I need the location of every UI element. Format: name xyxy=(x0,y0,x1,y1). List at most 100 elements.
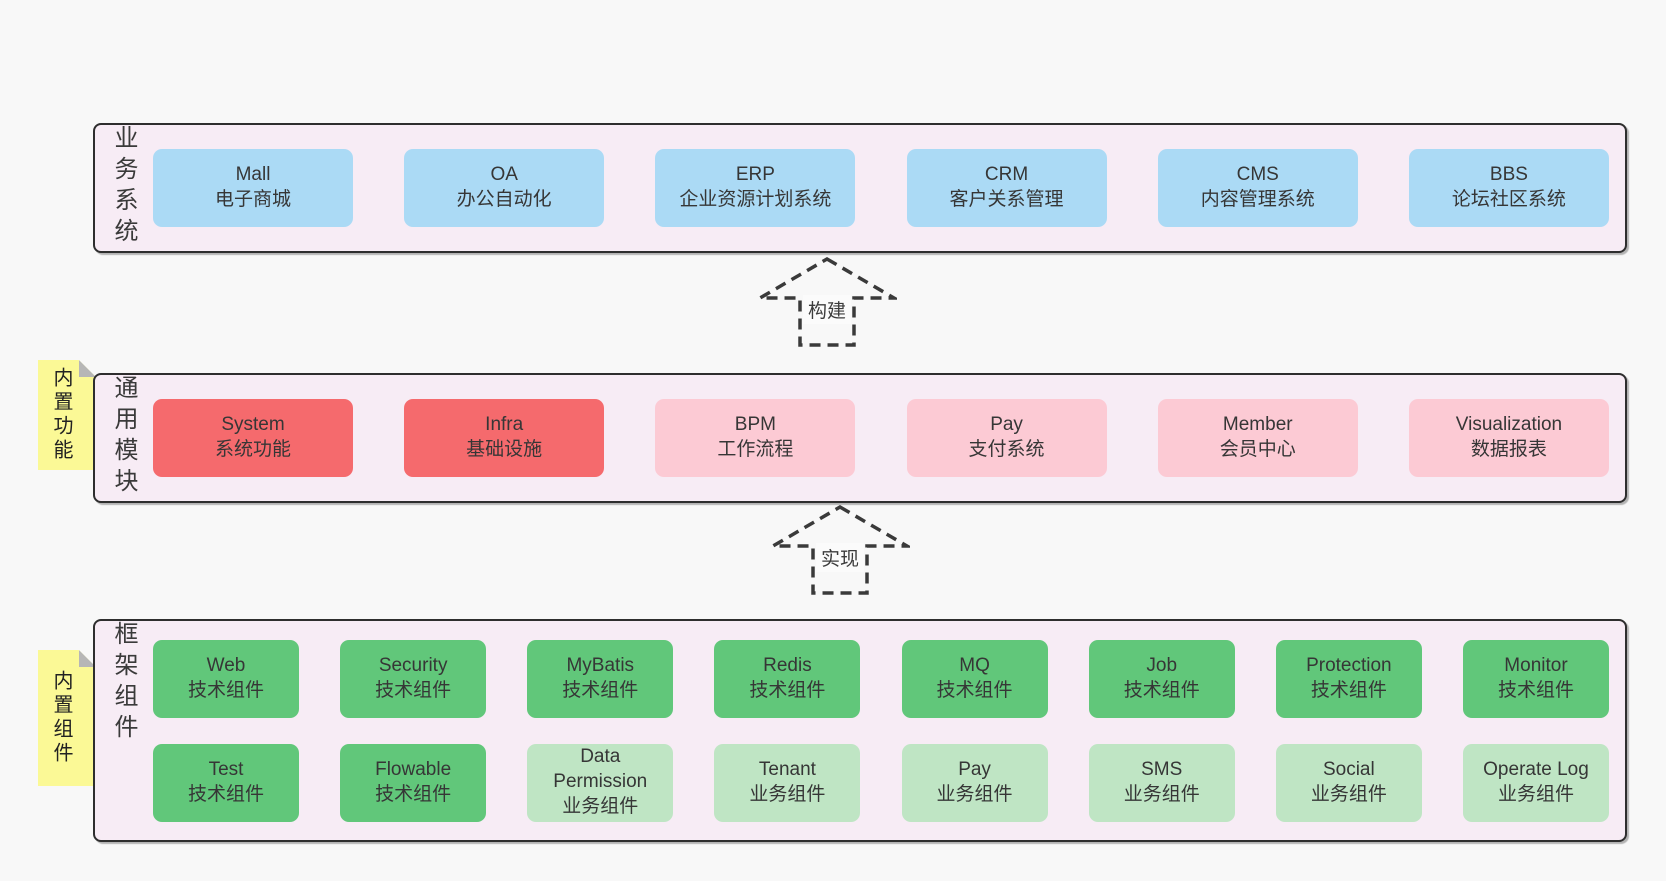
node-erp: ERP 企业资源计划系统 xyxy=(655,149,856,227)
node-title: Operate Log xyxy=(1483,758,1589,780)
node-title: Redis xyxy=(763,654,812,676)
node-title: Job xyxy=(1146,654,1178,676)
node-title: Web xyxy=(206,654,246,676)
node-protection: Protection 技术组件 xyxy=(1275,639,1422,718)
node-security: Security 技术组件 xyxy=(340,639,487,718)
node-title: CRM xyxy=(984,164,1029,186)
node-bbs: BBS 论坛社区系统 xyxy=(1408,149,1609,227)
node-subtitle: 技术组件 xyxy=(375,679,452,701)
node-subtitle: 系统功能 xyxy=(214,439,291,460)
layer-business-systems: 业务系统 Mall 电子商城 OA 办公自动化 ERP 企业资源计划系统 CRM 客户关系管理… xyxy=(93,123,1627,253)
arrow-build: 构建 xyxy=(757,256,897,348)
node-title: Flowable xyxy=(375,758,452,780)
node-infra: Infra 基础设施 xyxy=(404,399,605,477)
node-subtitle: 企业资源计划系统 xyxy=(679,189,832,210)
dashed-up-arrow-icon xyxy=(757,256,897,347)
node-subtitle: 论坛社区系统 xyxy=(1451,189,1566,210)
node-system: System 系统功能 xyxy=(153,399,353,477)
sticky-note-label: 内置功能 xyxy=(50,367,72,463)
node-flowable: Flowable 技术组件 xyxy=(340,743,487,822)
node-tenant: Tenant 业务组件 xyxy=(714,743,861,822)
node-web: Web 技术组件 xyxy=(153,639,299,718)
node-operate-log: Operate Log 业务组件 xyxy=(1462,743,1609,822)
node-subtitle: 业务组件 xyxy=(1123,783,1200,805)
node-sms: SMS 业务组件 xyxy=(1088,743,1235,822)
node-row: Mall 电子商城 OA 办公自动化 ERP 企业资源计划系统 CRM 客户关系管理 CMS 内容… xyxy=(153,149,1609,227)
node-subtitle: 客户关系管理 xyxy=(949,189,1064,210)
node-oa: OA 办公自动化 xyxy=(404,149,605,227)
node-title: SMS xyxy=(1141,758,1183,780)
node-title: Test xyxy=(208,758,244,780)
note-fold-corner-icon xyxy=(79,360,96,377)
node-subtitle: 办公自动化 xyxy=(456,189,552,210)
node-title: OA xyxy=(490,164,518,186)
node-title: Monitor xyxy=(1504,654,1568,676)
node-subtitle: 业务组件 xyxy=(562,795,639,817)
node-subtitle: 工作流程 xyxy=(717,439,794,460)
arrow-label: 实现 xyxy=(815,543,865,572)
node-title: Security xyxy=(378,654,448,676)
node-title: Tenant xyxy=(758,758,816,780)
node-social: Social 业务组件 xyxy=(1275,743,1422,822)
node-subtitle: 技术组件 xyxy=(187,679,264,701)
arrow-implement: 实现 xyxy=(770,504,910,596)
node-subtitle: 技术组件 xyxy=(187,783,264,805)
node-subtitle: 业务组件 xyxy=(1497,783,1574,805)
node-subtitle: 业务组件 xyxy=(936,783,1013,805)
dashed-up-arrow-icon xyxy=(770,504,910,595)
node-title: BPM xyxy=(734,414,776,436)
node-cms: CMS 内容管理系统 xyxy=(1157,149,1358,227)
node-subtitle: 技术组件 xyxy=(1123,679,1200,701)
node-title: CMS xyxy=(1236,164,1279,186)
node-title: System xyxy=(221,414,285,436)
node-test: Test 技术组件 xyxy=(153,743,299,822)
node-title: Visualization xyxy=(1455,414,1563,436)
node-mall: Mall 电子商城 xyxy=(153,149,353,227)
node-title: Infra xyxy=(485,414,524,436)
layer-side-label: 框架组件 xyxy=(110,621,137,745)
node-subtitle: 业务组件 xyxy=(749,783,826,805)
node-title: Member xyxy=(1222,414,1293,436)
node-title: Mall xyxy=(235,164,271,186)
node-title: Social xyxy=(1322,758,1375,780)
node-job: Job 技术组件 xyxy=(1088,639,1235,718)
node-monitor: Monitor 技术组件 xyxy=(1462,639,1609,718)
node-subtitle: 技术组件 xyxy=(375,783,452,805)
node-subtitle: 电子商城 xyxy=(214,189,291,210)
sticky-note-label: 内置组件 xyxy=(50,670,72,766)
node-redis: Redis 技术组件 xyxy=(714,639,861,718)
node-title: Pay xyxy=(958,758,991,780)
node-title: ERP xyxy=(735,164,775,186)
node-subtitle: 基础设施 xyxy=(466,439,543,460)
node-title: MyBatis xyxy=(566,654,635,676)
arrow-label: 构建 xyxy=(802,295,852,324)
node-title: BBS xyxy=(1489,164,1528,186)
sticky-note-builtin-features: 内置功能 xyxy=(38,360,96,470)
node-subtitle: 技术组件 xyxy=(1497,679,1574,701)
node-subtitle: 支付系统 xyxy=(968,439,1045,460)
node-subtitle: 业务组件 xyxy=(1310,783,1387,805)
node-subtitle: 技术组件 xyxy=(749,679,826,701)
node-subtitle: 会员中心 xyxy=(1219,439,1296,460)
node-subtitle: 技术组件 xyxy=(1310,679,1387,701)
node-title: Data Permission xyxy=(553,746,648,793)
node-subtitle: 内容管理系统 xyxy=(1200,189,1315,210)
node-title: MQ xyxy=(959,654,990,676)
node-member: Member 会员中心 xyxy=(1157,399,1358,477)
layer-side-label: 业务系统 xyxy=(110,125,137,249)
node-title: Protection xyxy=(1306,654,1392,676)
node-crm: CRM 客户关系管理 xyxy=(906,149,1107,227)
layer-side-label: 通用模块 xyxy=(110,375,137,499)
layer-rows: Mall 电子商城 OA 办公自动化 ERP 企业资源计划系统 CRM 客户关系管理 CMS 内容… xyxy=(153,125,1609,251)
